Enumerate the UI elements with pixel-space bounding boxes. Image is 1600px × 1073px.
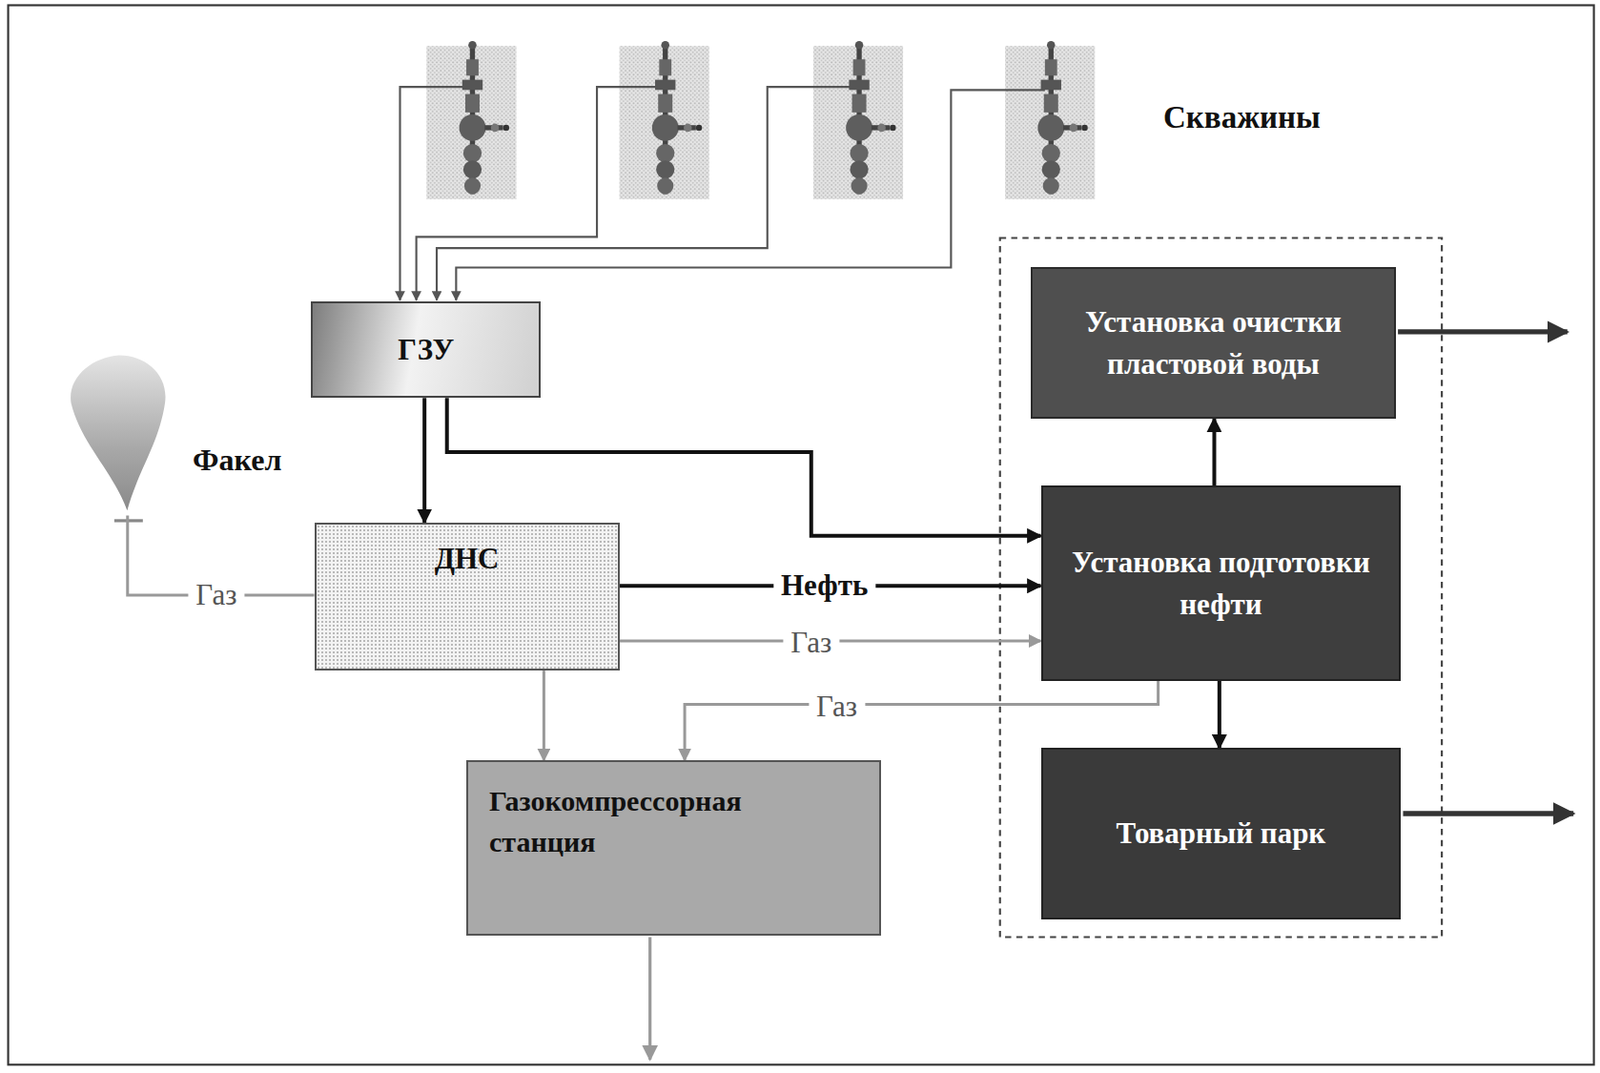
edge-label: Газ [808, 689, 865, 724]
edge-label: Газ [782, 625, 840, 660]
process-box: ДНС [314, 522, 620, 671]
flare-label: Факел [192, 438, 282, 482]
box-label: Установка очистки пластовой воды [1044, 301, 1383, 386]
edge-label: Газ [187, 577, 245, 613]
outer-frame [8, 4, 1595, 1065]
caption-label: Скважины [1163, 100, 1321, 136]
process-box: Товарный парк [1041, 747, 1402, 920]
box-label: Товарный парк [1116, 812, 1327, 855]
edge-label: Нефть [773, 568, 876, 603]
well-flowlines [400, 86, 1046, 301]
flow-connector [542, 670, 546, 760]
flow-connector [1211, 418, 1216, 487]
box-label: Газокомпрессорная станция [489, 780, 812, 862]
well-symbol [426, 41, 516, 200]
process-box: Установка подготовки нефти [1041, 485, 1402, 680]
box-label: ДНС [434, 537, 500, 580]
outflow-arrow [1397, 328, 1568, 334]
box-label: ГЗУ [397, 328, 454, 371]
flare-symbol: Факел [62, 347, 176, 516]
flow-connector [422, 397, 427, 523]
flow-connector [1217, 680, 1222, 749]
process-box: Установка очистки пластовой воды [1030, 266, 1396, 418]
outflow-arrow [1402, 810, 1574, 816]
well-symbol [1005, 41, 1095, 200]
box-label: Установка подготовки нефти [1054, 541, 1389, 626]
flame-shape [70, 354, 165, 511]
dashed-region [1000, 237, 1442, 937]
flow-connector [447, 397, 1042, 535]
process-box: Газокомпрессорная станция [466, 759, 881, 936]
well-symbol [619, 41, 710, 200]
well-symbol [813, 41, 903, 200]
process-box: ГЗУ [310, 301, 541, 399]
outflow-arrow [648, 937, 652, 1060]
flare-flame [62, 347, 176, 516]
